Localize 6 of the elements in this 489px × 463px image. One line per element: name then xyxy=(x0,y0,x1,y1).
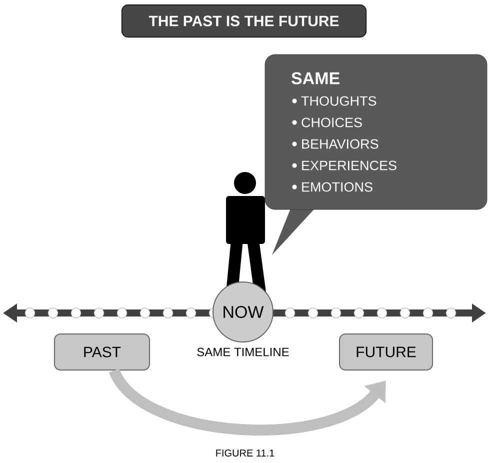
title-banner: THE PAST IS THE FUTURE xyxy=(121,4,367,38)
curved-arrow xyxy=(109,368,386,436)
speech-bubble: SAME THOUGHTS CHOICES BEHAVIORS EXPERIENCES EMOTIONS xyxy=(264,54,488,255)
future-box: FUTURE xyxy=(339,334,433,370)
figure-caption: FIGURE 11.1 xyxy=(216,449,274,457)
past-box: PAST xyxy=(54,334,150,370)
